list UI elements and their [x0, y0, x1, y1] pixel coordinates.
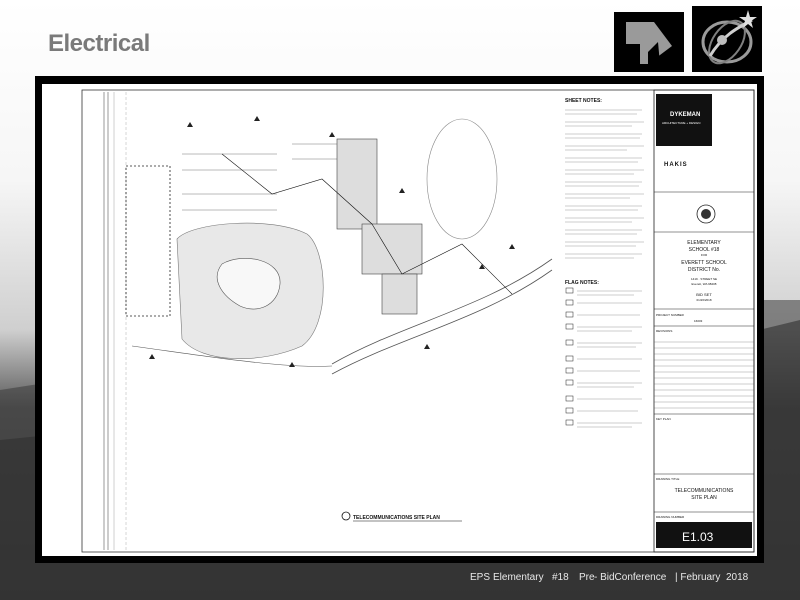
key-plan-label: KEY PLAN: [656, 417, 671, 421]
svg-text:SCHOOL #18: SCHOOL #18: [689, 247, 720, 253]
drawing-title: TELECOMMUNICATIONS SITE PLAN: [675, 488, 734, 501]
flag-notes-list: [565, 287, 642, 428]
construction-drawing-sheet: TELECOMMUNICATIONS SITE PLAN SHEET NOTES…: [42, 84, 757, 556]
svg-text:1419 · STREET SE: 1419 · STREET SE: [691, 277, 717, 281]
revisions-label: REVISIONS: [656, 329, 672, 333]
footer-event-name: - BidConference: [594, 572, 667, 583]
drawing-title-label: DRAWING TITLE: [656, 477, 679, 481]
sheet-notes-heading: SHEET NOTES:: [565, 98, 602, 104]
footer-school-name: Elementary: [493, 572, 544, 583]
project-number: 16003: [694, 319, 703, 323]
architect-logo: [614, 12, 684, 72]
project-number-label: PROJECT NUMBER: [656, 313, 685, 317]
slide-title: Electrical: [48, 30, 150, 57]
sheet-notes-lines: [565, 109, 644, 259]
svg-text:ELEMENTARY: ELEMENTARY: [687, 240, 721, 246]
svg-text:FOR: FOR: [701, 253, 708, 257]
svg-text:TELECOMMUNICATIONS: TELECOMMUNICATIONS: [675, 488, 734, 494]
drawing-number-label: DRAWING NUMBER: [656, 515, 685, 519]
svg-text:SITE PLAN: SITE PLAN: [691, 495, 717, 501]
drawing-number-block: [656, 522, 752, 548]
svg-text:DISTRICT No.: DISTRICT No.: [688, 267, 720, 273]
star-emblem-logo: [692, 6, 762, 72]
sheet-plan-title: TELECOMMUNICATIONS SITE PLAN: [353, 515, 440, 521]
svg-text:01/26/2018: 01/26/2018: [696, 298, 711, 302]
drawing-number: E1.03: [682, 530, 714, 544]
revisions-table: [654, 341, 754, 409]
svg-text:BID SET: BID SET: [696, 292, 712, 297]
seal-stamp: [696, 204, 716, 224]
footer-event-prefix: Pre: [579, 572, 595, 583]
firm-name: DYKEMAN: [670, 112, 700, 118]
footer-year: 2018: [726, 572, 749, 583]
project-title: ELEMENTARY SCHOOL #18 FOR EVERETT SCHOOL…: [681, 240, 727, 302]
flag-notes-heading: FLAG NOTES:: [565, 280, 599, 286]
svg-text:Everett, WA 98208: Everett, WA 98208: [692, 282, 717, 286]
footer-month: | February: [675, 572, 721, 583]
footer-school-number: #18: [552, 572, 569, 583]
consultant-name: HAKIS: [664, 162, 688, 168]
firm-subtitle: ARCHITECTURE + DESIGN: [662, 121, 700, 125]
svg-text:EVERETT SCHOOL: EVERETT SCHOOL: [681, 260, 727, 266]
slide-footer: EPS Elementary #18 Pre - BidConference |…: [0, 572, 800, 590]
firm-logo-block: [656, 94, 712, 146]
footer-org: EPS: [470, 572, 491, 583]
